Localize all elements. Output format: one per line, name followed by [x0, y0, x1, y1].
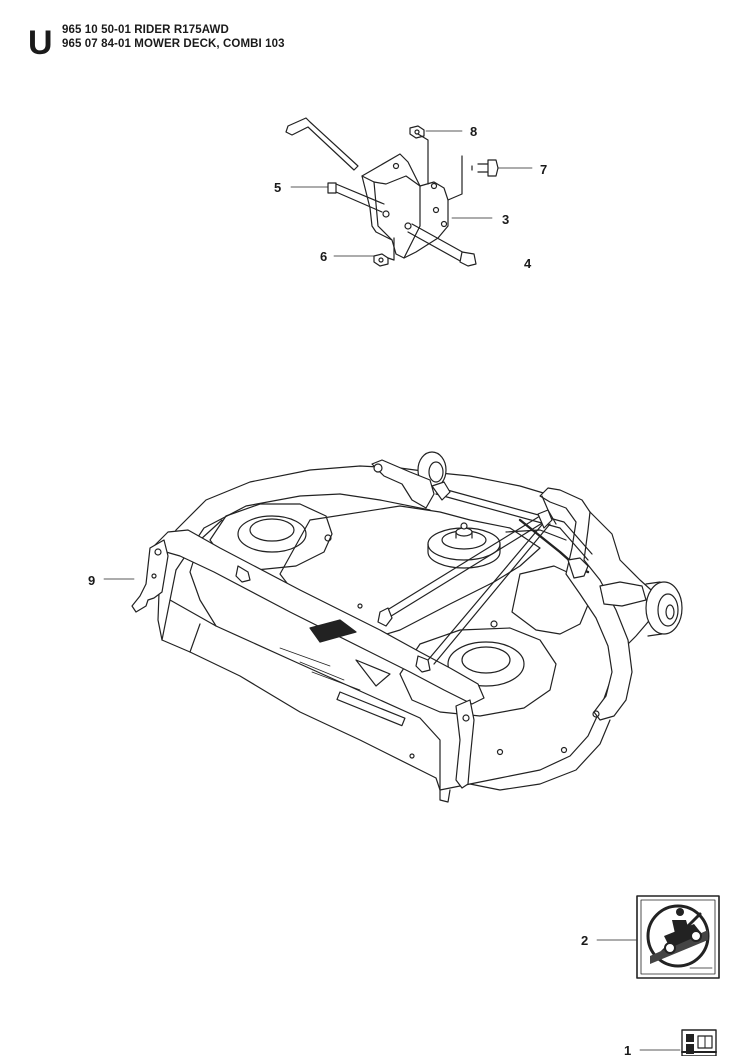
warning-label: [636, 895, 720, 979]
nut-6: [373, 253, 389, 267]
right-front-hanger: [455, 699, 475, 789]
model-title: 965 10 50-01 RIDER R175AWD: [62, 24, 229, 36]
left-hanger: [131, 539, 169, 613]
callout-6: 6: [320, 249, 327, 264]
rear-left-roller: [371, 451, 447, 509]
bolt-7: [471, 159, 499, 177]
right-spindle-housing: [399, 627, 557, 717]
callout-2: 2: [581, 933, 588, 948]
section-letter: U: [28, 24, 53, 62]
l-pin: [285, 117, 359, 171]
mounting-plate: [361, 153, 449, 259]
rider-head: [676, 908, 684, 916]
lift-rods: [377, 481, 593, 665]
anti-scalp-roller: [599, 581, 683, 637]
bolt-4: [407, 223, 477, 267]
callout-1: 1: [624, 1043, 631, 1056]
callout-3: 3: [502, 212, 509, 227]
skirt-details: [279, 534, 600, 759]
front-bar: [153, 529, 485, 705]
callout-7: 7: [540, 162, 547, 177]
assembly-title: 965 07 84-01 MOWER DECK, COMBI 103: [62, 38, 285, 50]
callout-9: 9: [88, 573, 95, 588]
mower-deck: [131, 451, 683, 803]
callout-8: 8: [470, 124, 477, 139]
bolt-5: [327, 182, 385, 213]
manual-book-icon: [681, 1029, 717, 1056]
callout-4: 4: [524, 256, 532, 271]
bracket-assembly: [285, 117, 499, 267]
callout-5: 5: [274, 180, 281, 195]
